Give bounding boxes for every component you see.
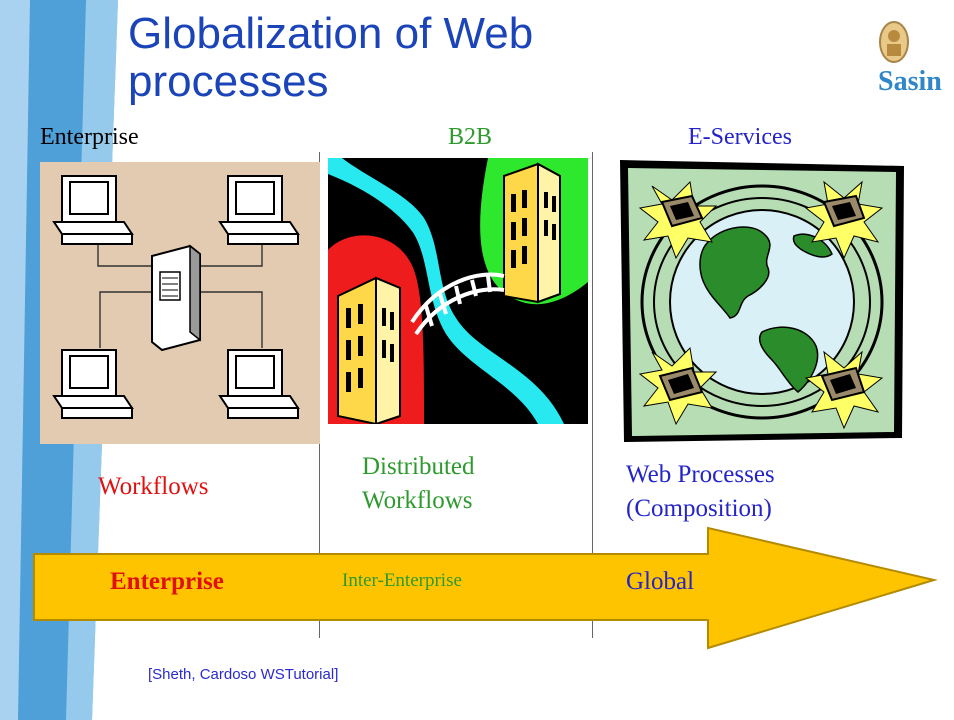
bridge-icon (410, 272, 505, 336)
title-line-2: processes (128, 57, 329, 106)
progression-arrow (33, 526, 938, 650)
divider-right (592, 152, 593, 638)
logo-emblem (879, 21, 909, 63)
corner-computer-bottom-right (804, 350, 884, 430)
slide-title: Globalization of Web processes (128, 10, 768, 106)
corner-computer-bottom-left (638, 346, 718, 426)
label-workflows: Workflows (98, 473, 209, 500)
arrow-label-global: Global (626, 568, 695, 595)
computer-icon-top-left (52, 175, 134, 245)
logo-text: Sasin (878, 66, 942, 97)
computer-icon-top-right (218, 175, 300, 245)
label-web-processes: Web Processes (Composition) (626, 461, 775, 522)
arrow-label-enterprise: Enterprise (110, 568, 224, 595)
column-header-b2b: B2B (448, 124, 493, 150)
citation: [Sheth, Cardoso WSTutorial] (148, 666, 339, 683)
enterprise-network-clipart (40, 162, 320, 444)
computer-icon-bottom-right (218, 349, 300, 419)
title-line-1: Globalization of Web (128, 9, 534, 58)
corner-computer-top-left (638, 180, 718, 260)
server-icon (151, 244, 201, 352)
computer-icon-bottom-left (52, 349, 134, 419)
b2b-buildings-bridge-clipart (328, 158, 588, 424)
globe-icon (699, 226, 833, 393)
eservices-globe-clipart (620, 160, 904, 442)
label-distributed-workflows: Distributed Workflows (362, 453, 475, 514)
column-header-eservices: E-Services (688, 124, 792, 150)
corner-computer-top-right (804, 180, 884, 260)
column-header-enterprise: Enterprise (40, 124, 139, 150)
arrow-label-inter-enterprise: Inter-Enterprise (342, 570, 462, 591)
